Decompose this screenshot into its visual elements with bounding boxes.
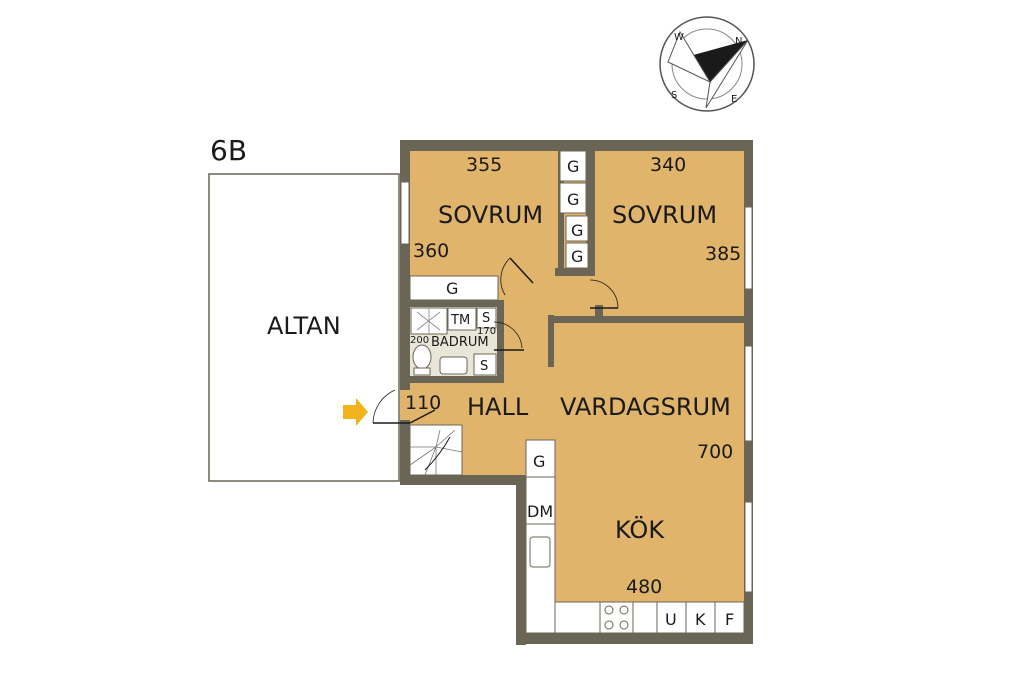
closet-g-5: G	[446, 279, 458, 298]
altan-label: ALTAN	[267, 312, 341, 340]
kitchen-u: U	[665, 610, 677, 629]
kitchen-k: K	[695, 610, 706, 629]
badrum-label: BADRUM	[431, 335, 489, 350]
staircase	[409, 424, 463, 476]
dim-kok-width: 480	[626, 576, 662, 598]
sovrum-left-label: SOVRUM	[438, 201, 543, 229]
kitchen-dm: DM	[527, 502, 553, 521]
badrum-width: 170	[477, 326, 496, 337]
bath-s-lower: S	[480, 359, 488, 374]
shower-lines	[416, 308, 441, 334]
badrum-depth: 200	[410, 335, 429, 346]
compass-south: S	[671, 90, 677, 101]
compass-east: E	[731, 94, 737, 105]
bath-s-upper: S	[482, 311, 490, 326]
badrum-fixtures	[410, 307, 497, 376]
compass-rose: N W S E	[659, 16, 755, 112]
dim-hall-width: 110	[405, 392, 441, 414]
dim-sovrum-right-width: 340	[650, 154, 686, 176]
dim-vardagsrum-depth: 700	[697, 441, 733, 463]
kitchen-g: G	[533, 452, 545, 471]
dim-sovrum-left-depth: 360	[413, 240, 449, 262]
doors	[372, 257, 619, 424]
compass-west: W	[674, 32, 684, 43]
closet-g-1: G	[567, 157, 579, 176]
bath-tm: TM	[450, 313, 470, 328]
sovrum-right-label: SOVRUM	[612, 201, 717, 229]
hall-label: HALL	[467, 393, 529, 421]
kitchen-f: F	[725, 610, 734, 629]
altan-area	[208, 173, 400, 482]
windows	[400, 181, 753, 593]
entry-arrow-icon	[343, 398, 368, 426]
dim-sovrum-left-width: 355	[466, 154, 502, 176]
closet-g-3: G	[571, 221, 583, 240]
closet-g-4: G	[571, 247, 583, 266]
closets	[409, 150, 589, 301]
unit-label: 6B	[210, 134, 247, 167]
compass-north: N	[735, 36, 742, 47]
kok-label: KÖK	[615, 515, 665, 544]
dim-sovrum-right-depth: 385	[705, 243, 741, 265]
vardagsrum-label: VARDAGSRUM	[560, 393, 731, 421]
kitchen-fittings	[525, 439, 745, 634]
closet-g-2: G	[567, 190, 579, 209]
